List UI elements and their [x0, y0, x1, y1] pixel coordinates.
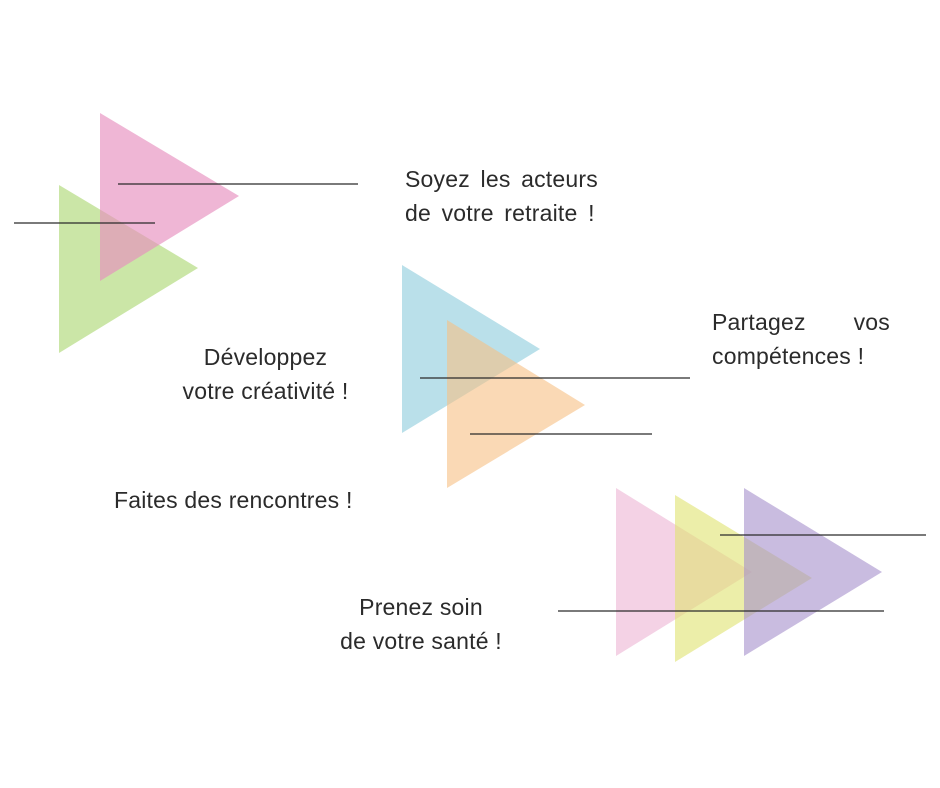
pink-triangle	[100, 113, 239, 281]
lavender-triangle	[744, 488, 882, 656]
caption-partagez-vos-competences: Partagez vos compétences !	[712, 305, 890, 373]
caption-prenez-soin-de-votre-sante: Prenez soin de votre santé !	[328, 590, 514, 658]
yellow-triangle	[675, 495, 812, 662]
caption-line: de votre santé !	[340, 628, 502, 654]
green-triangle	[59, 185, 198, 353]
caption-line: Soyez les acteurs	[405, 166, 598, 192]
caption-line: Faites des rencontres !	[114, 487, 353, 513]
caption-line: Prenez soin	[359, 594, 483, 620]
caption-line: Développez	[203, 344, 328, 370]
caption-developpez-votre-creativite: Développez votre créativité !	[168, 340, 363, 408]
caption-soyez-les-acteurs: Soyez les acteurs de votre retraite !	[405, 162, 598, 230]
caption-line: compétences !	[712, 343, 865, 369]
caption-line: votre créativité !	[182, 378, 349, 404]
caption-faites-des-rencontres: Faites des rencontres !	[114, 483, 353, 517]
caption-line: de votre retraite !	[405, 200, 595, 226]
caption-line: Partagez vos	[712, 309, 890, 335]
orange-triangle	[447, 320, 585, 488]
